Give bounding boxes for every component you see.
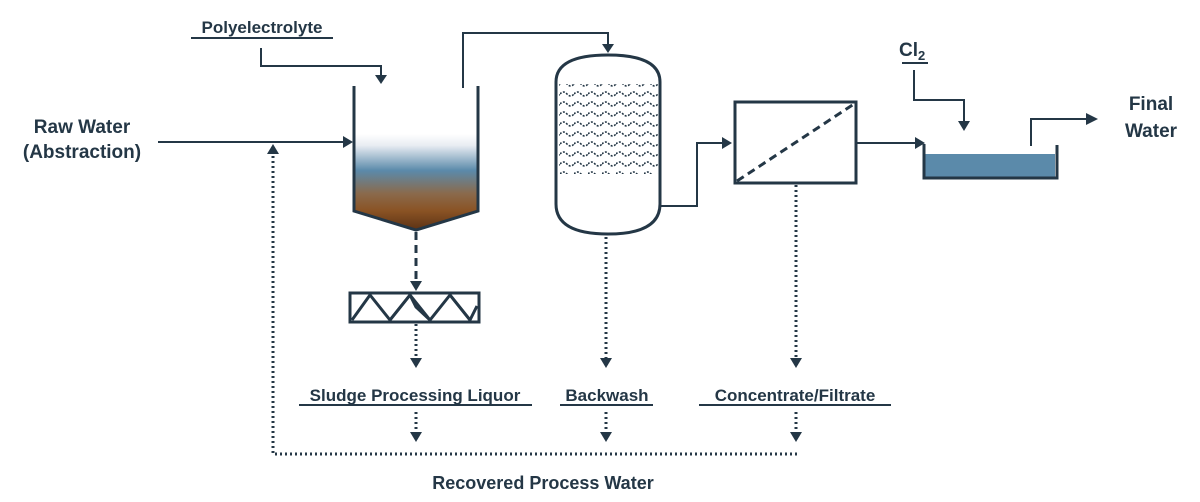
chlorine-line <box>913 70 965 121</box>
filter-vessel-shell <box>554 53 662 236</box>
filter-inlet-arrow-icon <box>602 44 614 53</box>
conveyor-truss-b <box>408 294 432 321</box>
polyelectrolyte-label: Polyelectrolyte <box>202 18 323 37</box>
chlorine-arrow-icon <box>958 121 970 131</box>
recovered-water-arrow-icon <box>267 144 279 154</box>
backwash-arrow-icon <box>600 358 612 368</box>
raw-water-label: Raw Water <box>34 117 131 138</box>
contact-tank <box>922 144 1059 180</box>
filter-media <box>559 84 658 174</box>
conveyor-frame <box>348 291 481 324</box>
concentrate-return-arrow-icon <box>790 432 802 442</box>
sludge-liquor-label: Sludge Processing Liquor <box>310 386 521 405</box>
final-water-line <box>1030 118 1086 146</box>
chlorine-subscript: 2 <box>918 48 925 63</box>
membrane-divider <box>736 102 855 183</box>
clarifier-wall <box>352 86 480 232</box>
clarifier-to-filter-line <box>462 32 609 88</box>
concentrate-filtrate-label: Concentrate/Filtrate <box>715 386 876 405</box>
filter-vessel <box>554 53 662 236</box>
contact-tank-wall <box>922 144 1059 180</box>
membrane-inlet-arrow-icon <box>722 137 732 149</box>
filter-to-membrane-line <box>661 142 722 207</box>
final-water-label-sub: Water <box>1125 121 1178 142</box>
conveyor-truss-a <box>388 294 412 321</box>
polyelectrolyte-line <box>260 48 382 76</box>
tank-inlet-arrow-icon <box>915 137 925 149</box>
contact-tank-water <box>925 154 1055 178</box>
raw-water-arrow-icon <box>343 136 353 148</box>
membrane-unit <box>733 100 858 185</box>
backwash-label: Backwash <box>565 386 648 405</box>
membrane-housing <box>733 100 858 185</box>
conveyor-truss-c <box>448 294 472 321</box>
backwash-return-arrow-icon <box>600 432 612 442</box>
recovered-water-header <box>271 156 797 456</box>
polyelectrolyte-arrow-icon <box>375 75 387 84</box>
chlorine-label: Cl2 <box>899 40 925 63</box>
sludge-arrow-icon <box>410 281 422 291</box>
clarifier <box>352 86 480 232</box>
clarifier-contents <box>355 134 477 230</box>
final-water-arrow-icon <box>1086 113 1098 125</box>
chlorine-symbol: Cl <box>899 40 918 61</box>
liquor-return-arrow-icon <box>410 432 422 442</box>
final-water-label: Final <box>1129 94 1173 115</box>
concentrate-arrow-icon <box>790 358 802 368</box>
conveyor-liquor-arrow-icon <box>410 358 422 368</box>
recovered-process-water-label: Recovered Process Water <box>432 473 653 493</box>
raw-water-label-sub: (Abstraction) <box>23 142 141 163</box>
sludge-conveyor <box>348 291 481 324</box>
